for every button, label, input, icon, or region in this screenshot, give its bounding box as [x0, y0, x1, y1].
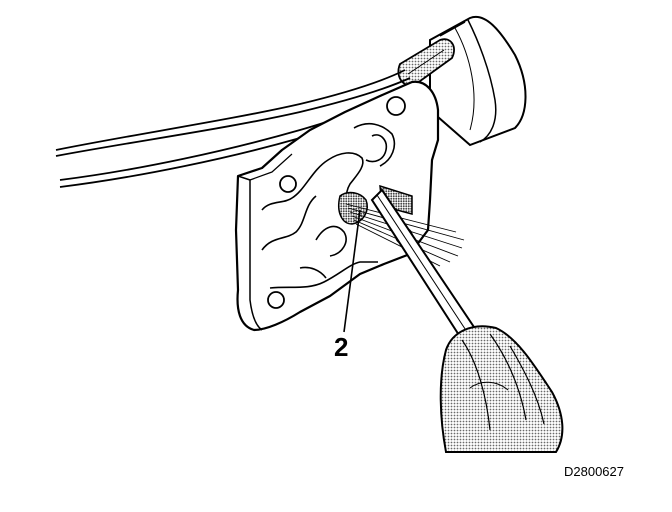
wire-connector [397, 38, 455, 87]
screwdriver-handle [439, 325, 564, 453]
valve-housing [234, 80, 440, 332]
oil-channels [261, 122, 396, 289]
figure-id: D2800627 [564, 464, 624, 479]
callout-label: 2 [334, 332, 348, 362]
solenoid-body [429, 15, 527, 147]
callout-leader [343, 209, 361, 333]
